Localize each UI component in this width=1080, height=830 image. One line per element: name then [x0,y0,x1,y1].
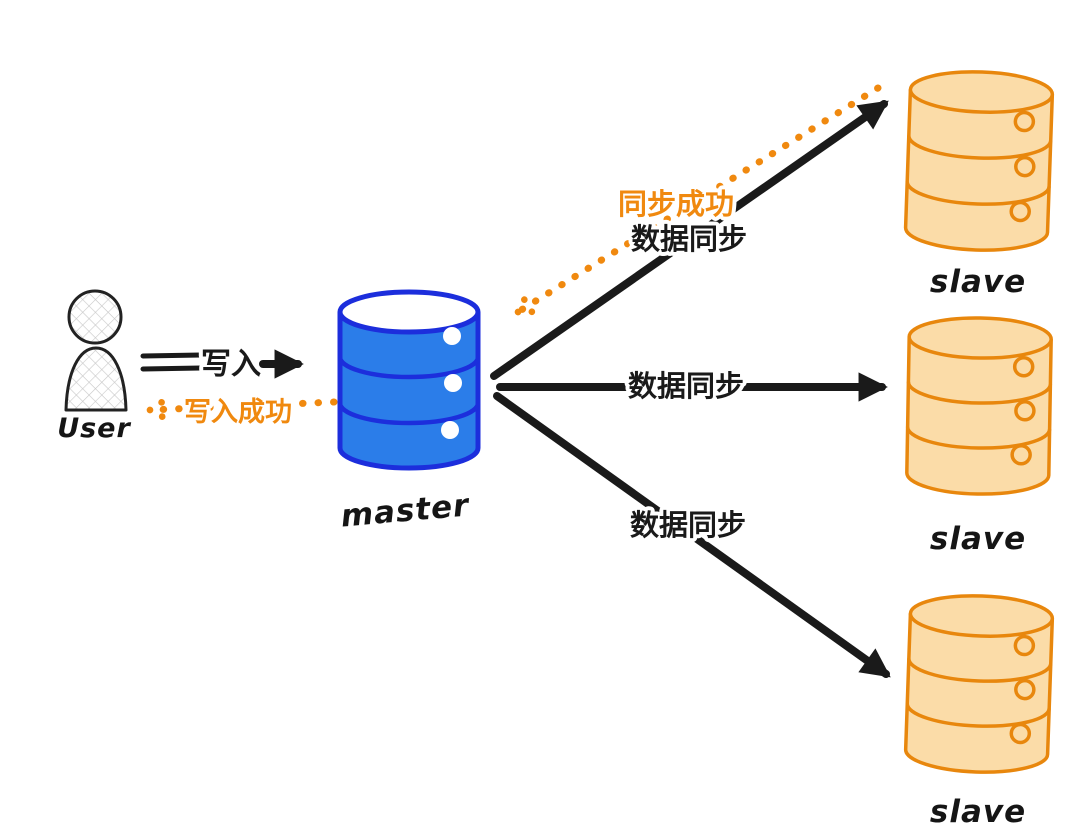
slave-db-body [903,613,1055,774]
slave-db-dot [1013,110,1036,133]
slave-db-band [906,381,1053,405]
sync-arrow-1 [490,100,889,380]
master-label: master [339,487,471,534]
write-arrow-line-bottom [140,365,204,372]
slave-db-dot [1013,634,1036,657]
sync-success-arrow [514,84,882,316]
write-success-arrow [146,398,338,420]
slave-db-band [905,703,1051,728]
sync-label-3: 数据同步 [630,508,746,542]
sync-label-1: 数据同步 [631,222,747,256]
slave-db-dot [1009,722,1032,745]
slave-db-dot [1010,443,1032,466]
slave-label-3: slave [930,794,1026,830]
slave-db-dot [1014,678,1036,701]
slave-db-dot [1014,155,1036,178]
slave-db-dot [1009,200,1031,223]
slave-db-3 [903,594,1055,774]
slave-db-band [907,135,1053,160]
person-head [67,289,123,345]
slave-label-2: slave [930,521,1026,557]
slave-db-1 [903,70,1055,252]
write-arrow [140,349,304,379]
slave-db-dot [1014,400,1036,422]
slave-db-2 [905,316,1053,496]
slave-db-band [905,426,1052,450]
slave-db-band [907,658,1053,683]
person-body [64,346,128,412]
master-db [337,289,481,471]
slave-db-body [905,336,1053,496]
slave-db-dot [1012,356,1035,378]
write-arrow-line-top [140,352,204,359]
slave-db-body [903,89,1055,252]
write-success-label: 写入成功 [184,397,292,428]
write-label: 写入 [201,347,261,382]
slave-label-1: slave [930,264,1026,300]
user-label: User [57,413,131,444]
master-db-band [337,356,481,380]
slave-db-top [908,594,1055,638]
sync-label-2: 数据同步 [628,369,744,403]
master-db-dot [443,327,461,345]
slave-db-band [905,181,1051,206]
slave-db-top [908,70,1055,114]
master-db-dot [444,374,462,392]
sync-arrow-3 [493,392,891,678]
slave-db-top [907,316,1053,360]
sync-success-label: 同步成功 [618,187,734,221]
master-db-band [337,402,481,426]
master-db-top [337,289,481,335]
person-icon [64,289,128,412]
master-db-dot [441,421,459,439]
